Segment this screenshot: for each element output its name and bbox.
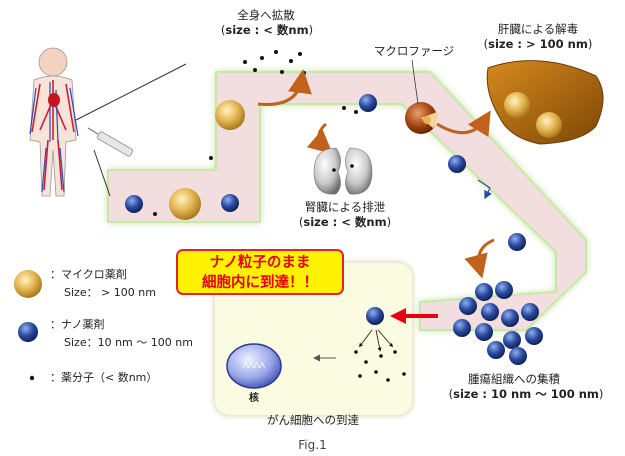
nano-particle bbox=[508, 233, 526, 251]
nano-particle bbox=[125, 195, 143, 213]
legend-nano-size: Size：10 nm 〜 100 nm bbox=[64, 336, 193, 349]
nano-particle bbox=[359, 94, 377, 112]
legend-molecule-icon bbox=[29, 375, 35, 381]
kidney-label: 腎臓による排泄 bbox=[304, 200, 386, 214]
macrophage-pointer bbox=[411, 59, 419, 105]
tumor-arrow bbox=[464, 238, 495, 279]
nucleus-label: 核 bbox=[249, 393, 259, 404]
molecule-dot bbox=[209, 156, 213, 160]
legend-nano-icon bbox=[18, 322, 38, 342]
zoom-lines bbox=[75, 63, 187, 197]
callout-line1: ナノ粒子のまま bbox=[209, 255, 311, 271]
vessel-particles bbox=[125, 94, 526, 251]
legend-nano-name: ：ナノ薬剤 bbox=[50, 318, 105, 331]
liver-arrow bbox=[436, 110, 491, 138]
legend-molecule-name: ：薬分子（< 数nm） bbox=[50, 371, 158, 384]
legend-micro-name: ：マイクロ薬剤 bbox=[50, 268, 127, 281]
dna-glyph: ΛΛΛΛ bbox=[243, 361, 265, 370]
human-body-figure bbox=[29, 47, 79, 197]
syringe-icon bbox=[87, 127, 134, 157]
tumor-label: 腫瘍組織への集積 bbox=[468, 372, 560, 386]
kidney-arrow bbox=[306, 122, 333, 154]
molecule-dot bbox=[354, 110, 358, 114]
macrophage-label: マクロファージ bbox=[373, 44, 455, 58]
diffusion-size-label: (size : < 数nm) bbox=[220, 23, 314, 37]
legend-micro-size: Size： > 100 nm bbox=[64, 286, 156, 299]
legend-micro-icon bbox=[14, 270, 42, 298]
nucleus-shape bbox=[226, 343, 282, 389]
diffusion-arrow bbox=[257, 69, 312, 106]
diffusion-label: 全身へ拡散 bbox=[237, 8, 295, 22]
cell-molecules bbox=[354, 329, 406, 382]
nano-particle bbox=[221, 194, 239, 212]
legend-icons bbox=[14, 270, 42, 381]
liver-label: 肝臓による解毒 bbox=[497, 22, 579, 36]
callout-box: ナノ粒子のまま 細胞内に到達！！ bbox=[176, 249, 344, 295]
kidney-organ bbox=[313, 147, 373, 195]
molecule-dot bbox=[342, 106, 346, 110]
tumor-size-label: (size : 10 nm 〜 100 nm) bbox=[448, 387, 604, 401]
callout-line2: 細胞内に到達！！ bbox=[202, 275, 318, 291]
micro-particle bbox=[215, 100, 245, 130]
liver-organ bbox=[486, 60, 604, 145]
figure-caption: Fig.1 bbox=[298, 438, 327, 452]
macrophage-cell bbox=[405, 102, 438, 134]
nano-particle bbox=[448, 155, 466, 173]
micro-particle bbox=[169, 188, 201, 220]
kidney-size-label: (size : < 数nm) bbox=[298, 215, 392, 229]
tumor-nanoparticle-cluster bbox=[453, 281, 543, 365]
cell-nanoparticle bbox=[366, 307, 384, 325]
molecule-dot bbox=[153, 212, 157, 216]
cancer-cell-label: がん細胞への到達 bbox=[267, 413, 359, 427]
nano-flow-arrow bbox=[477, 179, 492, 200]
liver-size-label: (size : > 100 nm) bbox=[483, 37, 593, 51]
